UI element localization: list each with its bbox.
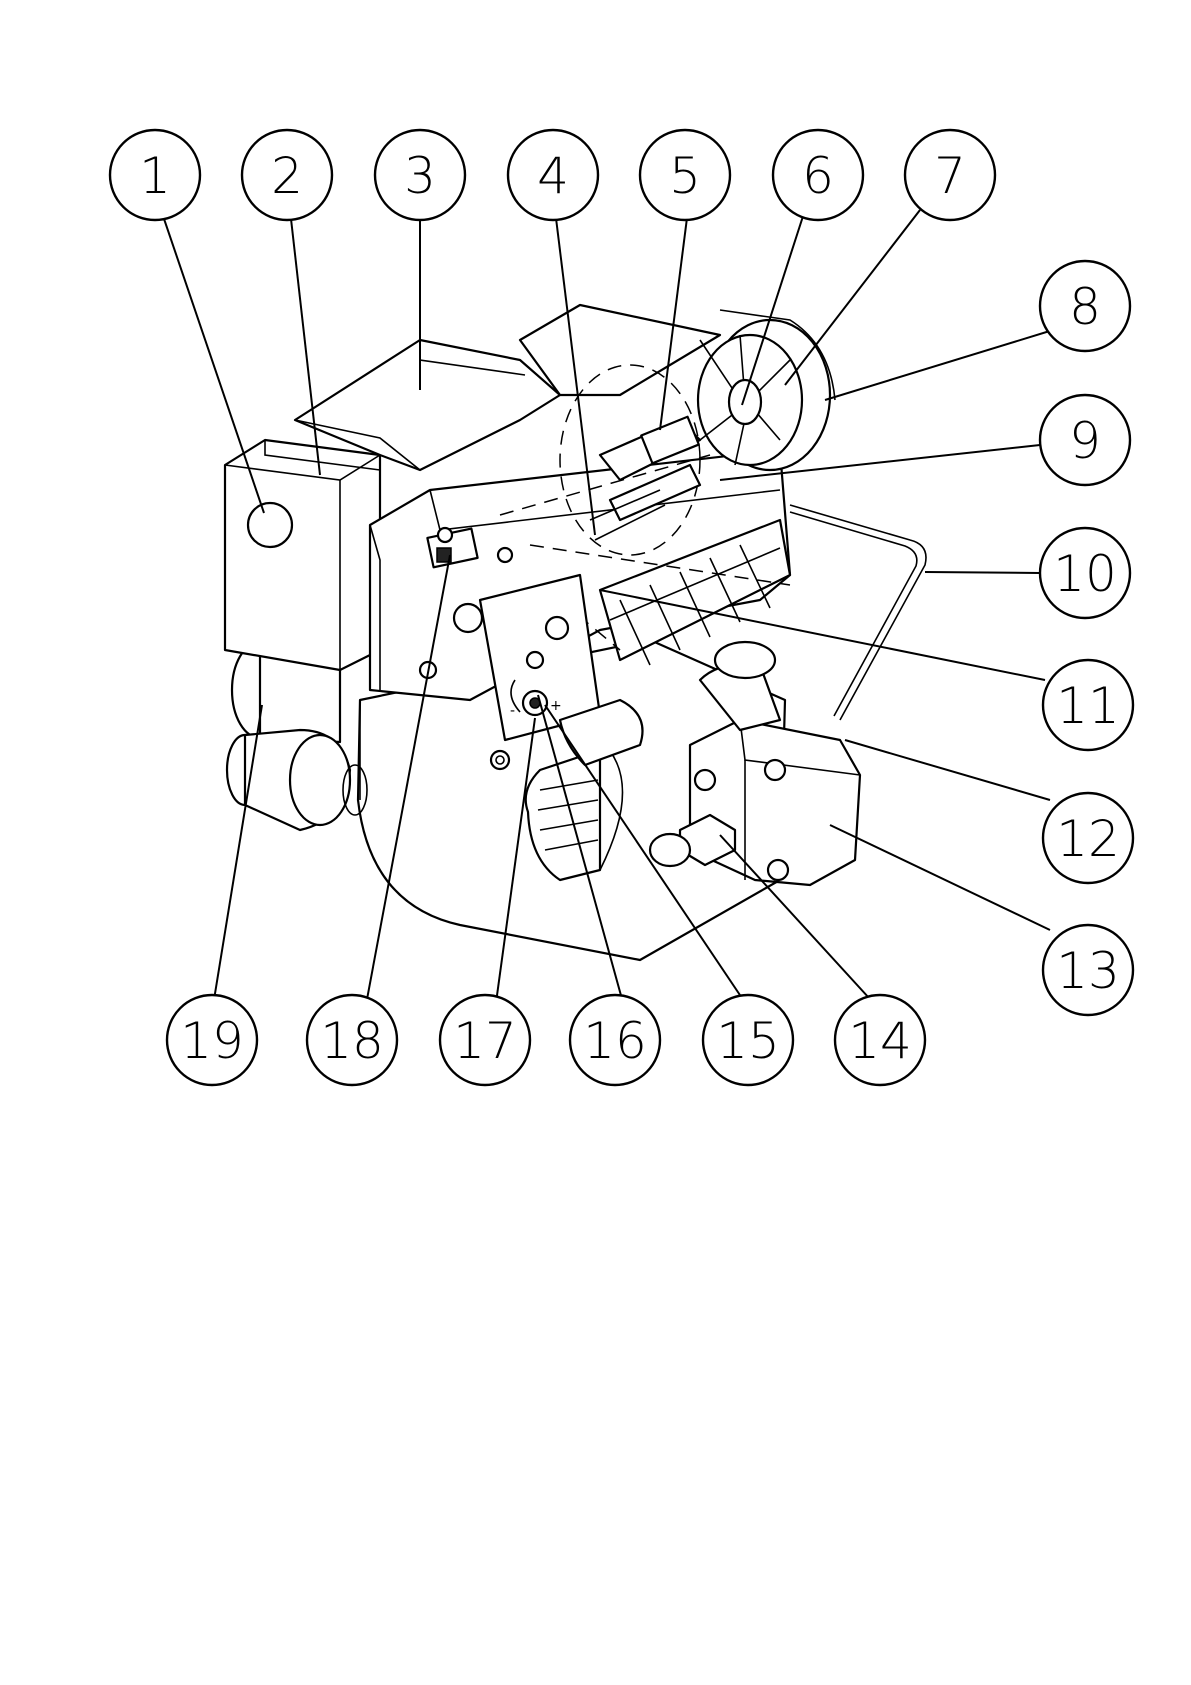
callout-11: 11 [1043, 660, 1133, 750]
callout-10: 10 [1040, 528, 1130, 618]
callout-5: 5 [640, 130, 730, 220]
callout-16: 16 [570, 995, 660, 1085]
callout-17: 17 [440, 995, 530, 1085]
callout-15-label: 15 [716, 1012, 780, 1070]
callout-1: 1 [110, 130, 200, 220]
callout-4: 4 [508, 130, 598, 220]
callout-13: 13 [1043, 925, 1133, 1015]
callout-7: 7 [905, 130, 995, 220]
callout-19-label: 19 [180, 1012, 244, 1070]
callout-13-label: 13 [1056, 942, 1120, 1000]
control-box [225, 440, 380, 670]
oil-pipe [790, 505, 926, 720]
callout-4-label: 4 [537, 147, 569, 205]
callout-9: 9 [1040, 395, 1130, 485]
callout-3-label: 3 [404, 147, 436, 205]
leader-7 [785, 210, 920, 385]
callout-1-label: 1 [139, 147, 171, 205]
leader-12 [845, 740, 1050, 800]
callout-8-label: 8 [1069, 278, 1101, 336]
callout-10-label: 10 [1053, 545, 1117, 603]
callout-18: 18 [307, 995, 397, 1085]
callout-14-label: 14 [848, 1012, 912, 1070]
callout-12-label: 12 [1056, 810, 1120, 868]
callout-9-label: 9 [1069, 412, 1101, 470]
callout-16-label: 16 [583, 1012, 647, 1070]
leader-2 [290, 210, 320, 475]
callout-19: 19 [167, 995, 257, 1085]
callout-8: 8 [1040, 261, 1130, 351]
callout-5-label: 5 [669, 147, 701, 205]
leader-1 [161, 210, 264, 513]
callout-2: 2 [242, 130, 332, 220]
callout-6-label: 6 [802, 147, 834, 205]
callout-17-label: 17 [453, 1012, 517, 1070]
callout-14: 14 [835, 995, 925, 1085]
dial-plus-mark: + [550, 698, 562, 714]
motor [227, 642, 367, 830]
dial-minus-mark: - [510, 703, 515, 719]
callout-3: 3 [375, 130, 465, 220]
leader-13 [830, 825, 1050, 930]
leader-5 [660, 210, 688, 430]
callout-7-label: 7 [934, 147, 966, 205]
burner-drawing: - + [225, 305, 926, 960]
leader-8 [825, 330, 1053, 400]
callout-11-label: 11 [1056, 677, 1120, 735]
callout-12: 12 [1043, 793, 1133, 883]
callout-2-label: 2 [271, 147, 303, 205]
callout-6: 6 [773, 130, 863, 220]
leader-10 [925, 572, 1040, 573]
callout-15: 15 [703, 995, 793, 1085]
callout-18-label: 18 [320, 1012, 384, 1070]
